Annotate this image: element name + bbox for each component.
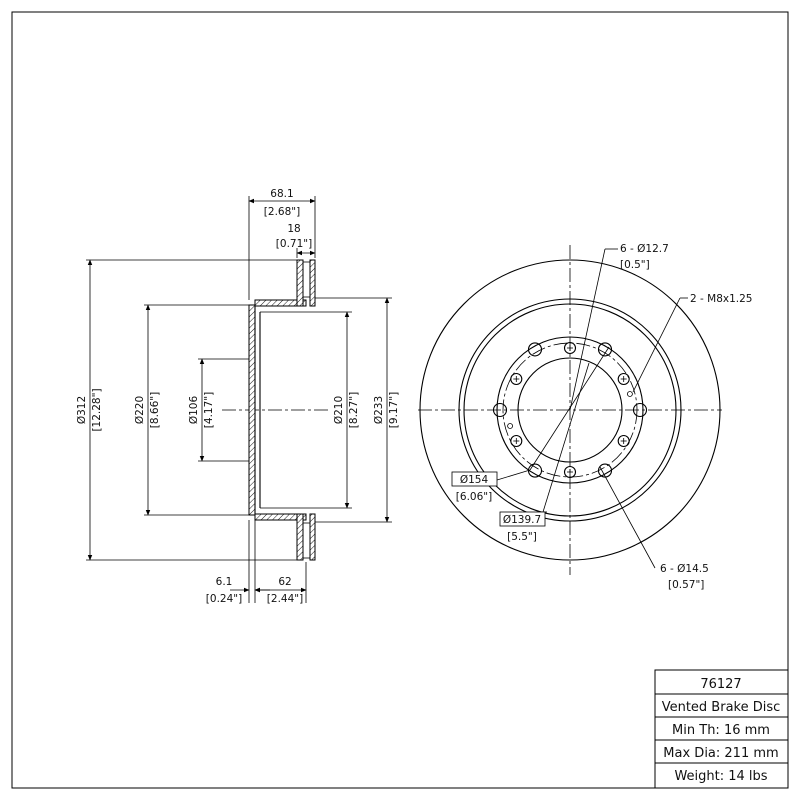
dim-hat-depth: 62 — [278, 576, 291, 588]
dim-overall-width: 68.1 — [270, 188, 293, 200]
dim-hat-diameter: Ø220 — [134, 396, 146, 424]
dim-inner-bore: Ø210 — [333, 396, 345, 424]
friction-ring-inner — [463, 303, 677, 517]
bolt-hole-1 — [597, 342, 613, 357]
drawing-frame — [11, 11, 789, 789]
dim-center-bore: Ø106 — [188, 396, 200, 425]
dim-center-bore-in: [4.17"] — [203, 392, 215, 428]
part-number: 76127 — [700, 677, 741, 692]
bolt-hole-2 — [632, 402, 648, 418]
front-view-labels: 6 - Ø12.7 [0.5"] 2 - M8x1.25 Ø154 [6.06"… — [451, 243, 752, 591]
callout-bolt-circle-outer-in: [6.06"] — [456, 491, 492, 503]
dim-friction-inner: Ø233 — [373, 396, 385, 424]
threaded-hole-2 — [507, 423, 514, 429]
callout-small-holes: 6 - Ø12.7 — [620, 243, 669, 255]
small-hole-2 — [617, 372, 630, 386]
dim-inner-bore-in: [8.27"] — [348, 392, 360, 428]
small-hole-6 — [510, 372, 523, 386]
dim-hat-diameter-in: [8.66"] — [149, 392, 161, 428]
callout-bolt-circle-outer: Ø154 — [460, 474, 489, 486]
callout-thread: 2 - M8x1.25 — [690, 293, 752, 305]
small-hole-1 — [563, 341, 577, 355]
dim-hat-depth-in: [2.44"] — [267, 593, 303, 605]
center-bore — [517, 357, 623, 463]
min-thickness: Min Th: 16 mm — [672, 723, 770, 738]
hat-edge — [496, 336, 644, 484]
bolt-hole-4 — [527, 463, 543, 478]
max-diameter: Max Dia: 211 mm — [663, 746, 778, 761]
dim-overall-width-in: [2.68"] — [264, 206, 300, 218]
bolt-circle-outer-box — [451, 471, 498, 487]
outer-edge — [419, 259, 721, 561]
bolt-hole-6 — [527, 342, 543, 357]
weight: Weight: 14 lbs — [674, 769, 767, 784]
dim-disc-thickness-in: [0.71"] — [276, 238, 312, 250]
dim-outer-diameter: Ø312 — [76, 396, 88, 424]
small-hole-3 — [617, 434, 630, 448]
small-holes — [507, 341, 633, 479]
callout-bolt-circle-inner-in: [5.5"] — [507, 531, 537, 543]
dim-hat-thickness-in: [0.24"] — [206, 593, 242, 605]
dim-outer-diameter-in: [12.28"] — [91, 388, 103, 431]
callout-small-holes-in: [0.5"] — [620, 259, 650, 271]
title-block: 76127 Vented Brake Disc Min Th: 16 mm Ma… — [654, 669, 789, 789]
bolt-circle-inner-box — [499, 511, 546, 527]
bolt-holes — [492, 342, 648, 478]
small-hole-5 — [510, 434, 523, 448]
front-view — [418, 245, 722, 575]
callout-large-holes: 6 - Ø14.5 — [660, 563, 709, 575]
threaded-hole-1 — [627, 391, 633, 397]
side-section-view — [86, 196, 392, 603]
side-view-labels: 68.1 [2.68"] 18 [0.71"] Ø312 [12.28"] Ø2… — [76, 188, 400, 605]
friction-ring-outer — [458, 298, 682, 522]
bolt-hole-3 — [597, 463, 613, 478]
dim-hat-thickness: 6.1 — [216, 576, 233, 588]
dim-friction-inner-in: [9.17"] — [388, 392, 400, 428]
bolt-hole-5 — [492, 402, 508, 418]
callout-bolt-circle-inner: Ø139.7 — [503, 514, 541, 526]
callout-large-holes-in: [0.57"] — [668, 579, 704, 591]
small-hole-4 — [563, 465, 577, 479]
part-description: Vented Brake Disc — [662, 700, 781, 715]
dim-disc-thickness: 18 — [287, 223, 300, 235]
